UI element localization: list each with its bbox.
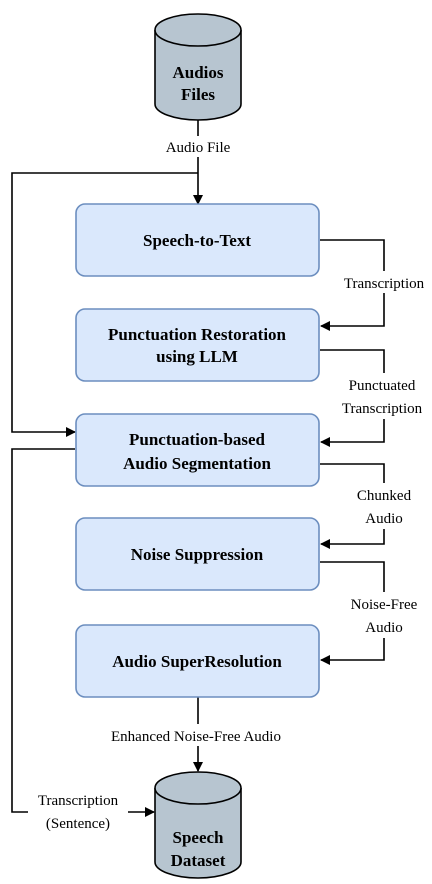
audio-superresolution-title: Audio SuperResolution — [112, 652, 282, 671]
punctuation-segmentation-title-line1: Punctuation-based — [129, 430, 266, 449]
speech-dataset-database: Speech Dataset — [154, 771, 242, 879]
punctuation-restoration-title-line1: Punctuation Restoration — [108, 325, 287, 344]
label-transcription: Transcription — [335, 271, 432, 293]
punctuation-restoration-title-line2: using LLM — [156, 347, 238, 366]
label-noise-free-audio-line2: Audio — [365, 620, 403, 636]
noise-suppression-title: Noise Suppression — [131, 545, 264, 564]
noise-suppression-box: Noise Suppression — [75, 517, 320, 591]
label-transcription-sentence: Transcription (Sentence) — [28, 788, 128, 834]
speech-dataset-title-line2: Dataset — [171, 851, 226, 870]
label-transcription-text: Transcription — [344, 276, 425, 292]
audios-files-database: Audios Files — [154, 13, 242, 121]
label-punctuated-transcription-line2: Transcription — [342, 401, 423, 417]
label-transcription-sentence-line2: (Sentence) — [46, 816, 110, 832]
punctuation-restoration-box: Punctuation Restoration using LLM — [75, 308, 320, 382]
audios-files-title-line2: Files — [181, 85, 215, 104]
label-chunked-audio-line2: Audio — [365, 511, 403, 527]
label-chunked-audio-line1: Chunked — [357, 488, 412, 504]
label-punctuated-transcription-line1: Punctuated — [349, 378, 416, 394]
speech-to-text-box: Speech-to-Text — [75, 203, 320, 277]
label-noise-free-audio: Noise-Free Audio — [342, 592, 426, 638]
label-enhanced-noise-free-audio: Enhanced Noise-Free Audio — [90, 724, 302, 746]
edge-audio-file-to-segmentation — [11, 172, 198, 437]
label-transcription-sentence-line1: Transcription — [38, 793, 119, 809]
label-enhanced-noise-free-audio-text: Enhanced Noise-Free Audio — [111, 729, 281, 745]
punctuation-segmentation-title-line2: Audio Segmentation — [123, 454, 271, 473]
label-chunked-audio: Chunked Audio — [344, 483, 424, 529]
audios-files-title-line1: Audios — [172, 63, 223, 82]
speech-dataset-title-line1: Speech — [173, 828, 225, 847]
speech-to-text-title: Speech-to-Text — [143, 231, 251, 250]
label-audio-file-text: Audio File — [166, 140, 231, 156]
label-noise-free-audio-line1: Noise-Free — [351, 597, 418, 613]
audio-superresolution-box: Audio SuperResolution — [75, 624, 320, 698]
punctuation-segmentation-box: Punctuation-based Audio Segmentation — [75, 413, 320, 487]
label-punctuated-transcription: Punctuated Transcription — [333, 373, 432, 419]
label-audio-file: Audio File — [157, 136, 239, 157]
